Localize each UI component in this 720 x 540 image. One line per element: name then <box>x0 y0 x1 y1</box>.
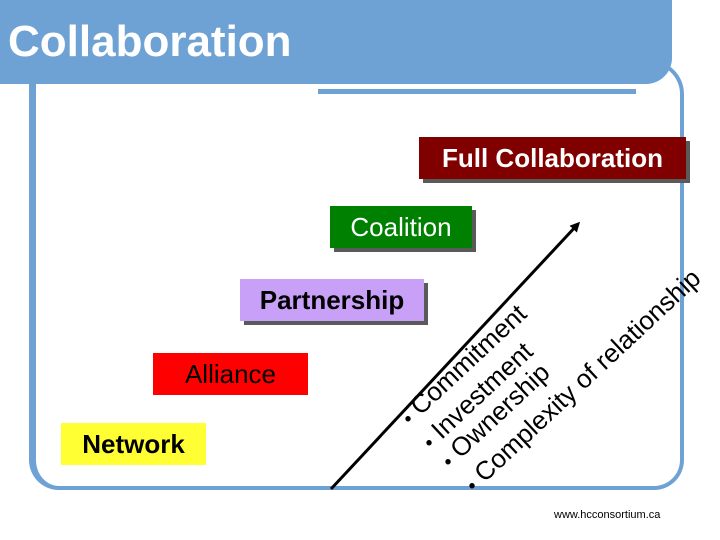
progression-arrow <box>329 221 581 491</box>
stage-full-collaboration: Full Collaboration <box>419 137 686 179</box>
stage-network: Network <box>61 423 206 465</box>
content-frame <box>29 60 684 490</box>
page-title: Collaboration <box>8 17 292 66</box>
stage-partnership: Partnership <box>240 279 424 321</box>
footer-source: www.hcconsortium.ca <box>554 509 661 521</box>
stage-alliance: Alliance <box>153 353 308 395</box>
stage-coalition: Coalition <box>330 206 472 248</box>
title-band <box>0 0 672 84</box>
title-underline <box>318 89 636 94</box>
